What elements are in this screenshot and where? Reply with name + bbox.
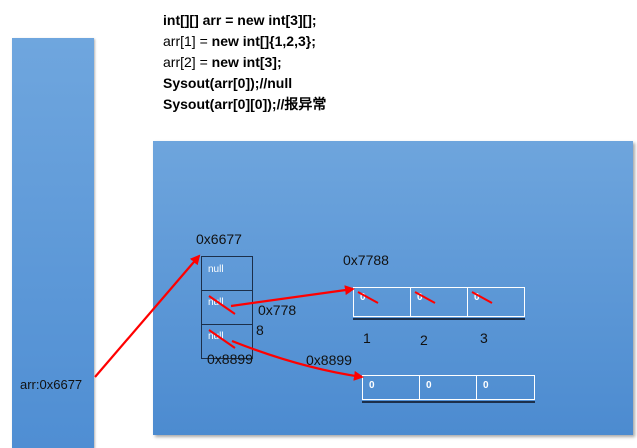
code-text: int[][] arr = new int[3][]; [163,12,317,28]
inner-array-1-address: 0x7788 [343,252,389,268]
ref-label-part2: 8 [256,322,264,338]
inner-array-1 [353,287,525,320]
code-text: new int[3]; [211,54,282,70]
cell-value: null [208,297,224,308]
arrow-stack-to-outer [94,254,201,378]
strike-mark [208,329,236,349]
inner-array-1-index-1: 1 [363,330,371,346]
strike-mark [471,291,493,304]
inner-array-1-index-3: 3 [480,330,488,346]
code-text: Sysout(arr[0]);//null [163,75,293,91]
inner-array-2 [362,375,535,403]
inner-array-2-address: 0x8899 [306,352,352,368]
arrow-cell2-to-inner2 [231,339,364,381]
stack-var-label: arr:0x6677 [20,377,83,392]
cell-value: 0 [417,292,423,303]
code-block: int[][] arr = new int[3][]; arr[1] = new… [163,10,326,115]
outer-array-address: 0x6677 [196,231,242,247]
strike-mark [414,291,436,304]
inner-array-2-cell-2: 0 [476,375,535,400]
heap-panel [153,141,633,435]
inner-array-1-index-2: 2 [420,332,428,348]
code-line-3: arr[2] = new int[3]; [163,52,326,73]
code-text: arr[2] = [163,54,212,70]
cell-value: 0 [426,380,432,391]
outer-array-bottom-address: 0x8899 [207,351,253,367]
code-text: new int[]{1,2,3}; [211,33,316,49]
arrow-cell1-to-inner1 [230,285,355,308]
inner-array-1-cell-2: 0 [467,287,525,317]
cell-value: 0 [369,380,375,391]
ref-label-part1: 0x778 [258,302,297,318]
strike-mark [208,295,236,315]
code-text: Sysout(arr[0][0]);//报异常 [163,96,327,112]
code-text: arr[1] = [163,33,212,49]
cell-value: null [208,331,224,342]
stack-panel [12,38,94,448]
code-line-4: Sysout(arr[0]);//null [163,73,326,94]
cell-value: 0 [360,292,366,303]
code-line-5: Sysout(arr[0][0]);//报异常 [163,94,326,115]
cell-value: 0 [474,292,480,303]
outer-array-cell-2: null [201,324,253,359]
strike-mark [357,291,379,304]
cell-value: 0 [483,380,489,391]
code-line-2: arr[1] = new int[]{1,2,3}; [163,31,326,52]
code-line-1: int[][] arr = new int[3][]; [163,10,326,31]
cell-value: null [208,264,224,275]
